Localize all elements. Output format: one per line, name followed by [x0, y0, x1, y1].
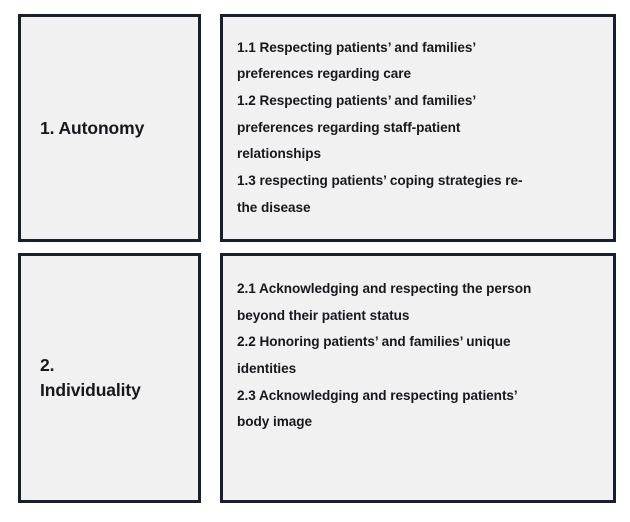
list-item: 1.1 Respecting patients’ and families’ p… [237, 39, 477, 82]
category-label: 2. Individuality [40, 355, 141, 400]
items-cell-individuality: 2.1 Acknowledging and respecting the per… [220, 253, 616, 503]
list-item: 2.1 Acknowledging and respecting the per… [237, 281, 532, 323]
items-cell-autonomy: 1.1 Respecting patients’ and families’ p… [220, 14, 616, 242]
list-item: 1.3 respecting patients’ coping strategi… [237, 172, 523, 215]
category-cell-autonomy: 1. Autonomy [18, 14, 201, 242]
table-row: 2. Individuality 2.1 Acknowledging and r… [18, 253, 616, 503]
category-cell-individuality: 2. Individuality [18, 253, 201, 503]
category-grid: 1. Autonomy 1.1 Respecting patients’ and… [18, 14, 616, 503]
list-item: 1.2 Respecting patients’ and families’ p… [237, 93, 477, 162]
table-row: 1. Autonomy 1.1 Respecting patients’ and… [18, 14, 616, 242]
list-item: 2.2 Honoring patients’ and families’ uni… [237, 334, 511, 376]
list-item: 2.3 Acknowledging and respecting patient… [237, 387, 518, 430]
category-label: 1. Autonomy [40, 117, 145, 138]
